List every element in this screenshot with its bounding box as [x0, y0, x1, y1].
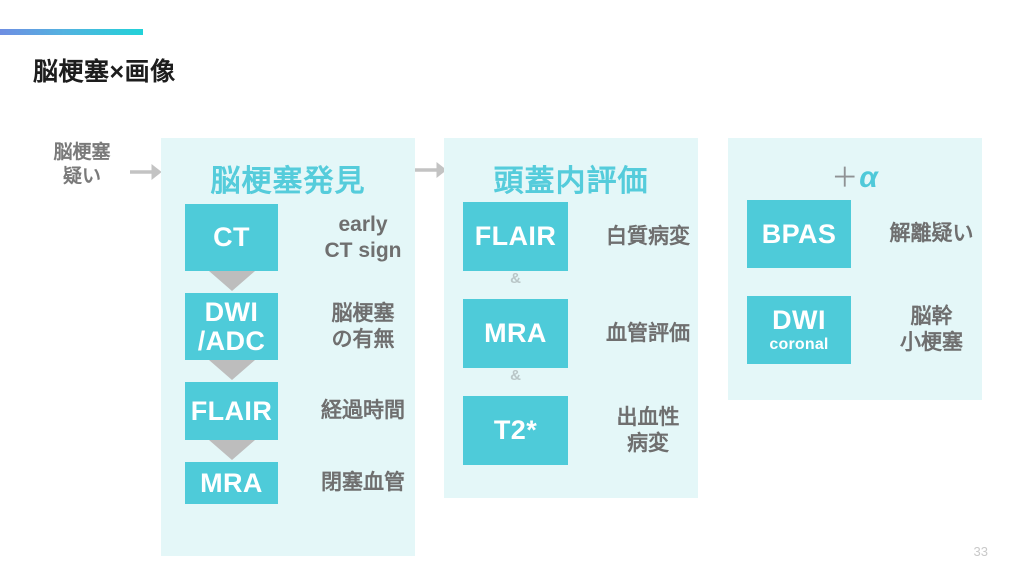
chip-label: DWI [772, 305, 826, 336]
modality-row[interactable]: DWI coronal 脳幹 小梗塞 [747, 296, 1001, 364]
connector-arrow-down [185, 360, 439, 382]
stage-panel-detection: 脳梗塞発見 CT early CT sign DWI /ADC 脳梗塞 の有無 … [161, 138, 415, 556]
modality-row[interactable]: MRA 閉塞血管 [185, 462, 439, 504]
triangle-down-icon [208, 360, 255, 380]
page-number: 33 [973, 544, 988, 559]
modality-chip-mra[interactable]: MRA [463, 299, 568, 368]
chip-label: BPAS [761, 218, 837, 249]
modality-description: 経過時間 [321, 399, 405, 423]
modality-description: 脳幹 小梗塞 [900, 305, 963, 354]
arrow-right-icon-entry [129, 161, 163, 183]
triangle-down-icon [208, 271, 255, 291]
panel-rows-intracranial: FLAIR 白質病変 & MRA 血管評価 & T2* 出血性 病変 [444, 202, 723, 465]
panel-heading-detection: 脳梗塞発見 [210, 165, 366, 198]
entry-label-line1: 脳梗塞 [53, 142, 111, 163]
entry-label: 脳梗塞 疑い [36, 141, 128, 190]
connector-arrow-down [185, 440, 439, 462]
panel-heading-plus-alpha: ＋α [728, 156, 982, 195]
panel-rows-plus-alpha: BPAS 解離疑い DWI coronal 脳幹 小梗塞 [728, 200, 1007, 364]
modality-row[interactable]: MRA 血管評価 [463, 299, 717, 368]
modality-chip-flair[interactable]: FLAIR [463, 202, 568, 271]
modality-row[interactable]: DWI /ADC 脳梗塞 の有無 [185, 293, 439, 360]
modality-description: 出血性 病変 [616, 405, 680, 455]
alpha-symbol: α [859, 161, 879, 194]
modality-row[interactable]: FLAIR 経過時間 [185, 382, 439, 440]
modality-description: 白質病変 [606, 224, 690, 248]
triangle-down-icon [208, 440, 255, 460]
modality-chip-bpas[interactable]: BPAS [747, 200, 851, 268]
page-title: 脳梗塞×画像 [33, 58, 176, 86]
connector-spacer [747, 268, 1001, 296]
connector-arrow-down [185, 271, 439, 293]
panel-rows-detection: CT early CT sign DWI /ADC 脳梗塞 の有無 FLAIR … [161, 204, 445, 504]
modality-chip-flair[interactable]: FLAIR [185, 382, 278, 440]
modality-row[interactable]: T2* 出血性 病変 [463, 396, 717, 465]
modality-description: 解離疑い [889, 222, 974, 246]
stage-panel-intracranial: 頭蓋内評価 FLAIR 白質病変 & MRA 血管評価 & T2* 出血性 病変 [444, 138, 698, 498]
chip-label: FLAIR [190, 395, 273, 426]
title-accent-bar [0, 29, 143, 35]
connector-ampersand: & [463, 367, 717, 396]
chip-label: MRA [484, 318, 547, 349]
modality-description: 脳梗塞 の有無 [331, 301, 395, 351]
modality-row[interactable]: CT early CT sign [185, 204, 439, 271]
modality-chip-mra[interactable]: MRA [185, 462, 278, 504]
ampersand-label: & [510, 367, 521, 384]
arrow-right-icon-stage [414, 159, 448, 181]
chip-label: CT [213, 222, 250, 253]
chip-label: FLAIR [474, 221, 557, 252]
modality-row[interactable]: FLAIR 白質病変 [463, 202, 717, 271]
chip-sublabel: coronal [769, 336, 829, 353]
modality-chip-dwi-adc[interactable]: DWI /ADC [185, 293, 278, 360]
panel-heading-intracranial: 頭蓋内評価 [493, 165, 649, 198]
modality-chip-ct[interactable]: CT [185, 204, 278, 271]
ampersand-label: & [510, 270, 521, 287]
chip-label: MRA [200, 467, 263, 498]
modality-description: early CT sign [324, 212, 402, 262]
chip-label: T2* [493, 415, 538, 446]
modality-chip-t2star[interactable]: T2* [463, 396, 568, 465]
connector-ampersand: & [463, 270, 717, 299]
modality-description: 血管評価 [606, 321, 690, 345]
chip-label: DWI /ADC [197, 296, 266, 356]
modality-description: 閉塞血管 [321, 471, 405, 495]
entry-label-line2: 疑い [62, 166, 101, 188]
modality-chip-dwi-coronal[interactable]: DWI coronal [747, 296, 851, 364]
modality-row[interactable]: BPAS 解離疑い [747, 200, 1001, 268]
plus-sign: ＋ [831, 163, 860, 193]
stage-panel-plus-alpha: ＋α BPAS 解離疑い DWI coronal 脳幹 小梗塞 [728, 138, 982, 400]
